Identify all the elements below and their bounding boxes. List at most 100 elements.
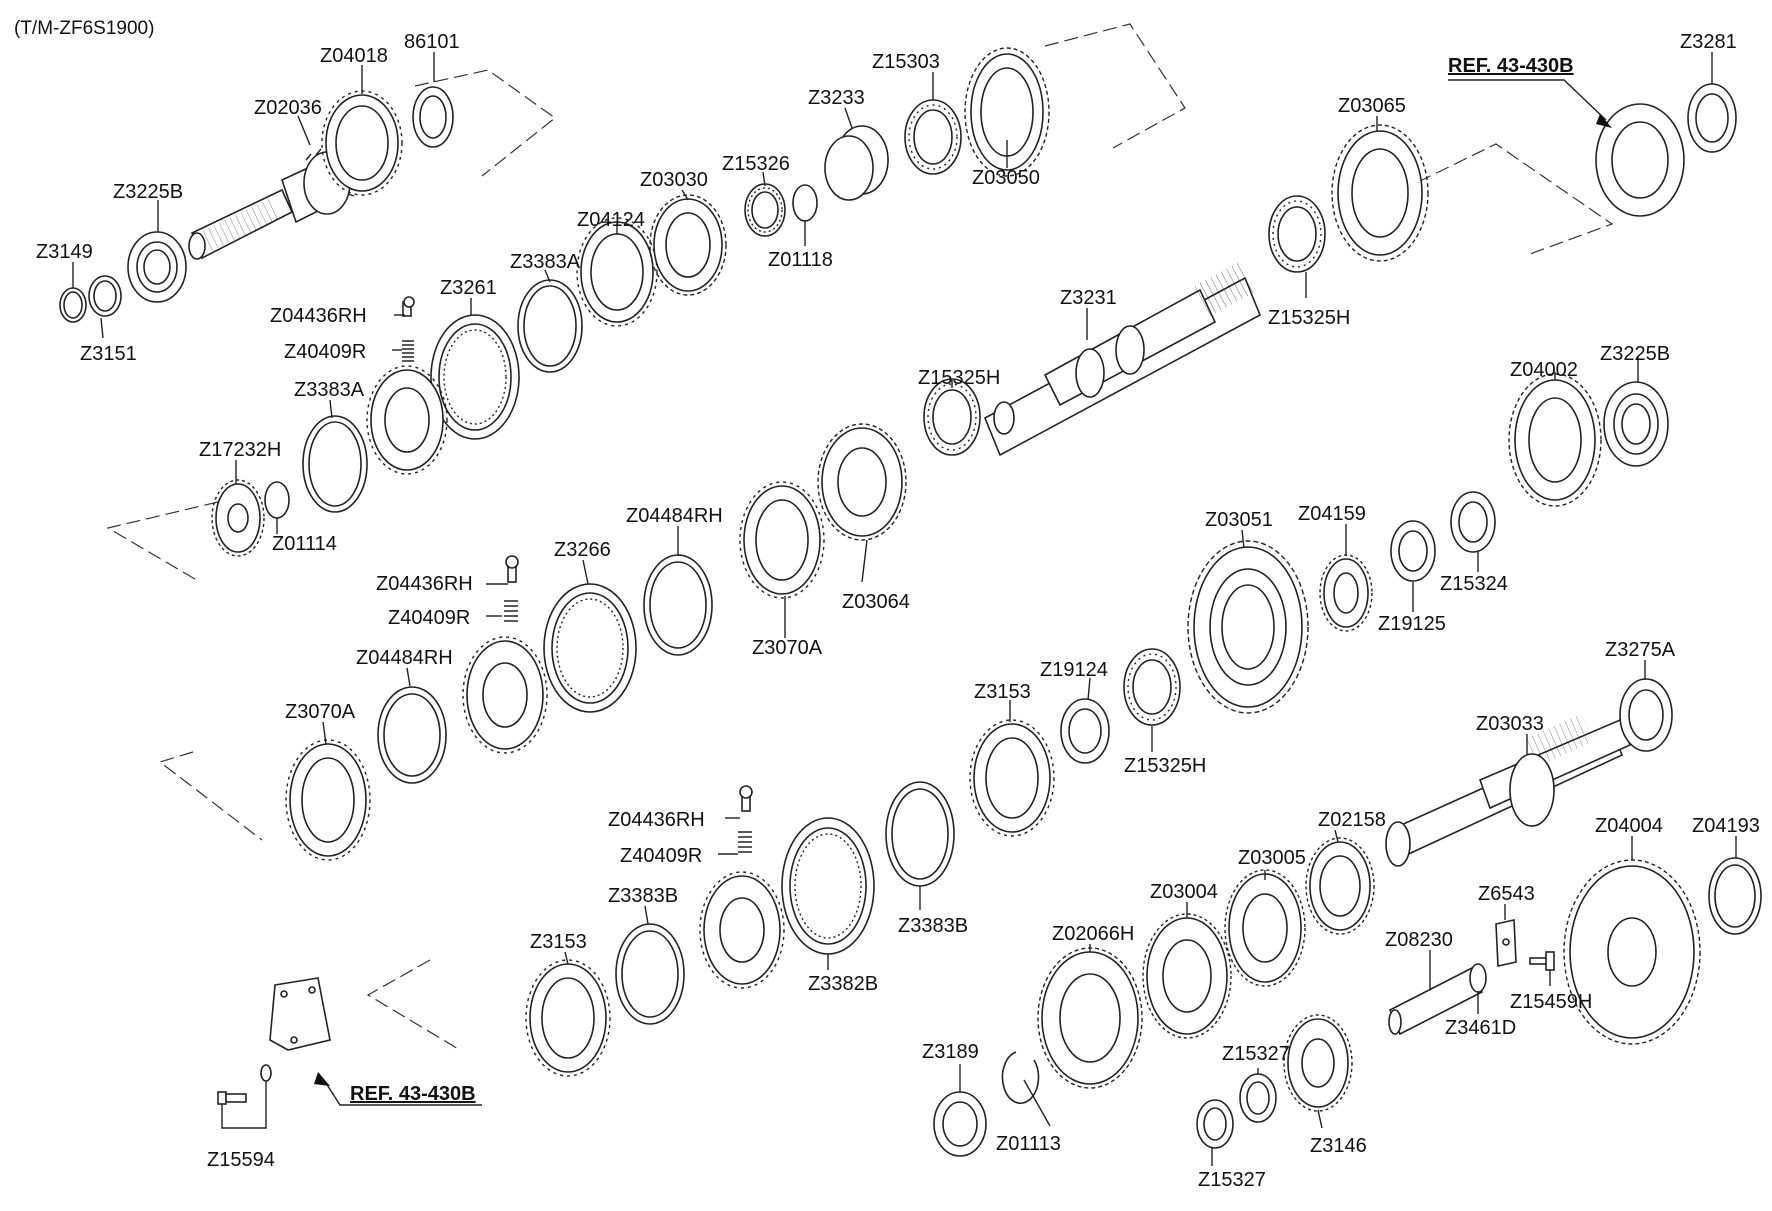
z3153-upper-part [969, 719, 1055, 837]
label-z3275a: Z3275A [1605, 639, 1676, 661]
label-z04484rh-1: Z04484RH [626, 505, 723, 527]
lower-gear-group [525, 540, 1309, 1077]
label-z3189: Z3189 [922, 1041, 979, 1063]
z03005-part [1224, 869, 1306, 987]
label-z3382b: Z3382B [808, 973, 878, 995]
label-z04159: Z04159 [1298, 503, 1366, 525]
label-z3153-1: Z3153 [974, 681, 1031, 703]
label-z40409r-3: Z40409R [620, 845, 702, 867]
label-z15325h-3: Z15325H [1124, 755, 1206, 777]
label-ref-bottom: REF. 43-430B [350, 1083, 476, 1105]
label-z15326: Z15326 [722, 153, 790, 175]
label-z04436rh-3: Z04436RH [608, 809, 705, 831]
label-z3146: Z3146 [1310, 1135, 1367, 1157]
label-z04124: Z04124 [577, 209, 645, 231]
label-z3383b-2: Z3383B [898, 915, 968, 937]
diagram-header: (T/M-ZF6S1900) [14, 18, 154, 39]
z3382b-part [781, 817, 875, 955]
z15324-part [1450, 491, 1496, 553]
z3189-part [933, 1091, 987, 1157]
label-z3383a-top: Z3383A [510, 251, 581, 273]
label-z15594: Z15594 [207, 1149, 275, 1171]
label-z17232h: Z17232H [199, 439, 281, 461]
z04002-part [1508, 373, 1602, 507]
z19125-part [1390, 520, 1436, 582]
label-z03005: Z03005 [1238, 847, 1306, 869]
label-z3261: Z3261 [440, 277, 497, 299]
bottom-cover-plate [269, 977, 331, 1051]
synchro-hub-middle [462, 636, 548, 754]
label-z03051: Z03051 [1205, 509, 1273, 531]
countershaft-upper-group [430, 47, 1050, 440]
z04159-part [1319, 554, 1373, 632]
label-z01114: Z01114 [272, 533, 337, 555]
z15326-part [744, 183, 786, 237]
z01114-part [264, 481, 290, 519]
z03004-part [1142, 913, 1232, 1039]
label-z3225b-right: Z3225B [1600, 343, 1670, 365]
label-z02158: Z02158 [1318, 809, 1386, 831]
label-z02036: Z02036 [254, 97, 322, 119]
label-z03033: Z03033 [1476, 713, 1544, 735]
label-z04004: Z04004 [1595, 815, 1663, 837]
label-z3070a-1: Z3070A [752, 637, 823, 659]
z17232h-part [211, 479, 265, 557]
label-z04018: Z04018 [320, 45, 388, 67]
label-z04002: Z04002 [1510, 359, 1578, 381]
label-z19124: Z19124 [1040, 659, 1108, 681]
label-z3383b-1: Z3383B [608, 885, 678, 907]
z03030-part [649, 194, 727, 296]
z04004-part [1563, 859, 1701, 1045]
label-z15325h-1: Z15325H [1268, 307, 1350, 329]
label-z19125: Z19125 [1378, 613, 1446, 635]
label-z02066h: Z02066H [1052, 923, 1134, 945]
z02158-part [1305, 837, 1375, 935]
label-z3233: Z3233 [808, 87, 865, 109]
label-z03065: Z03065 [1338, 95, 1406, 117]
label-z3266: Z3266 [554, 539, 611, 561]
label-z04436rh-2: Z04436RH [376, 573, 473, 595]
z15303-part [904, 99, 962, 175]
z01118-part [792, 184, 818, 222]
label-z3149: Z3149 [36, 241, 93, 263]
label-z6543: Z6543 [1478, 883, 1535, 905]
label-z3151: Z3151 [80, 343, 137, 365]
z3070a-lower-part [285, 739, 371, 861]
z04018-part [321, 90, 403, 196]
z04193-part [1708, 857, 1762, 935]
z03065-part [1331, 124, 1429, 262]
detent-pin-upper [402, 296, 415, 362]
label-z03004: Z03004 [1150, 881, 1218, 903]
label-z01113: Z01113 [996, 1133, 1061, 1155]
z3233-part [824, 125, 889, 201]
z15459h-part [1529, 951, 1555, 971]
z04124-part [576, 217, 658, 327]
z03051-part [1187, 540, 1309, 714]
input-shaft-group [59, 86, 454, 323]
middle-synchro-group [285, 423, 907, 861]
label-z3281: Z3281 [1680, 31, 1737, 53]
leader-lines [72, 52, 1737, 1166]
label-z04484rh-2: Z04484RH [356, 647, 453, 669]
z15325h-bearing-1 [1268, 195, 1326, 273]
z3070a-upper-part [739, 481, 825, 599]
label-z01118: Z01118 [768, 249, 833, 271]
assembly-guide-lines [106, 23, 1614, 1051]
z15594-bolt [217, 1064, 272, 1105]
z3281-part [1687, 83, 1737, 153]
label-z04193: Z04193 [1692, 815, 1760, 837]
z3153-lower-part [525, 959, 611, 1077]
z02036-part [188, 146, 356, 260]
z3225b-right-part [1603, 381, 1669, 467]
label-z3383a-mid: Z3383A [294, 379, 365, 401]
z6543-part [1495, 919, 1517, 967]
label-z15327-2: Z15327 [1198, 1169, 1266, 1191]
label-z15324: Z15324 [1440, 573, 1508, 595]
label-z15459h: Z15459H [1510, 991, 1592, 1013]
z3266-part [543, 583, 637, 713]
label-z03050: Z03050 [972, 167, 1040, 189]
z3275a-part [1619, 678, 1673, 752]
z15325h-bearing-2 [923, 378, 981, 456]
z19124-part [1060, 698, 1110, 764]
